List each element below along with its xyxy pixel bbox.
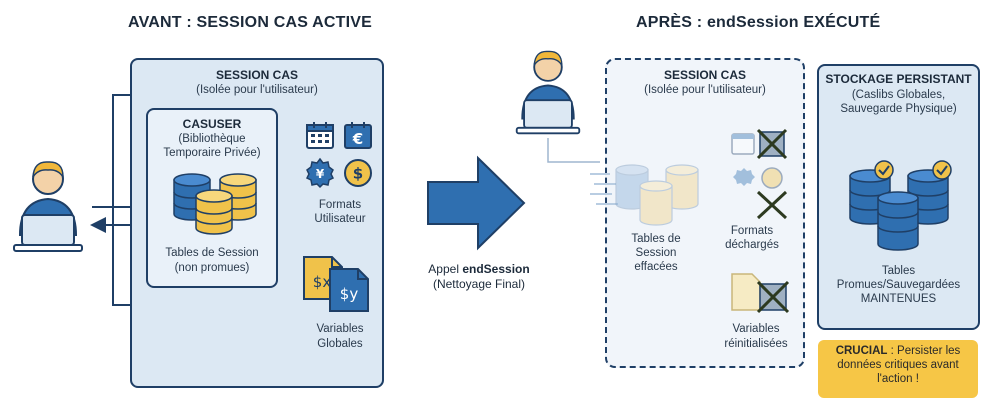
check-icon — [874, 160, 894, 180]
unloaded-formats-icon — [731, 128, 788, 220]
session-tables-database-icon — [173, 173, 257, 235]
before-title: AVANT : SESSION CAS ACTIVE — [128, 14, 373, 31]
cross-icon — [756, 190, 788, 220]
unloaded-formats-label-2: déchargés — [725, 239, 779, 251]
variables-label-2: Globales — [317, 338, 363, 350]
endsession-prefix: Appel — [428, 262, 463, 276]
storage-label-1: Tables — [881, 265, 916, 277]
svg-text:€: € — [352, 130, 363, 148]
crucial-bold: CRUCIAL — [835, 345, 888, 357]
endsession-call-label: Appel endSession — [405, 262, 553, 277]
user-after-icon — [515, 50, 581, 135]
session-cas-before-subtitle: (Isolée pour l'utilisateur) — [196, 84, 318, 96]
storage-subtitle-1: (Caslibs Globales, — [851, 89, 946, 101]
session-cas-after-panel — [605, 58, 805, 368]
variables-label-1: Variables — [316, 323, 364, 335]
cross-icon — [756, 128, 788, 160]
dollar-x-text: $x — [313, 273, 332, 291]
casuser-title: CASUSER — [182, 117, 242, 131]
dollar-icon: $ — [344, 159, 372, 187]
storage-subtitle-2: Sauvegarde Physique) — [840, 103, 957, 115]
erased-tables-label-2: Session — [635, 247, 677, 259]
erased-tables-label-3: effacées — [634, 261, 678, 273]
formats-label-2: Utilisateur — [314, 213, 366, 225]
reset-variables-label-2: réinitialisées — [724, 338, 788, 350]
persistent-database-icon — [849, 160, 952, 251]
unloaded-formats-label-1: Formats — [730, 225, 774, 237]
calendar-icon — [306, 122, 334, 149]
storage-label-2: Promues/Sauvegardées — [836, 279, 961, 291]
user-before-icon — [13, 161, 83, 252]
casuser-subtitle-1: (Bibliothèque — [178, 133, 246, 145]
reset-variables-icon — [731, 273, 790, 314]
dollar-y-text: $y — [340, 285, 359, 303]
after-title: APRÈS : endSession EXÉCUTÉ — [636, 14, 881, 31]
session-tables-label-1: Tables de Session — [165, 247, 259, 259]
session-cas-before-title: SESSION CAS — [215, 68, 299, 82]
svg-text:¥: ¥ — [316, 167, 325, 181]
crucial-text: : Persister les données critiques avant … — [837, 345, 961, 385]
crucial-note: CRUCIAL : Persister les données critique… — [818, 340, 978, 398]
storage-title: STOCKAGE PERSISTANT — [825, 72, 972, 86]
endsession-name: endSession — [462, 262, 530, 276]
session-cas-after-subtitle: (Isolée pour l'utilisateur) — [644, 84, 766, 96]
euro-icon: € — [344, 122, 372, 149]
svg-text:$: $ — [353, 165, 363, 183]
erased-tables-label-1: Tables de — [631, 233, 681, 245]
endsession-arrow-icon — [427, 155, 526, 251]
session-tables-label-2: (non promues) — [174, 262, 250, 274]
reset-variables-label-1: Variables — [732, 323, 780, 335]
check-icon — [932, 160, 952, 180]
yen-icon: ¥ — [305, 157, 335, 189]
casuser-subtitle-2: Temporaire Privée) — [163, 147, 261, 159]
endsession-subtitle: (Nettoyage Final) — [432, 277, 526, 291]
storage-label-3: MAINTENUES — [860, 293, 937, 305]
erased-tables-database-icon — [590, 164, 699, 226]
variable-file-icon: $x $y — [303, 256, 369, 312]
session-cas-after-title: SESSION CAS — [663, 68, 747, 82]
formats-label-1: Formats — [318, 199, 362, 211]
cross-icon — [756, 280, 790, 314]
